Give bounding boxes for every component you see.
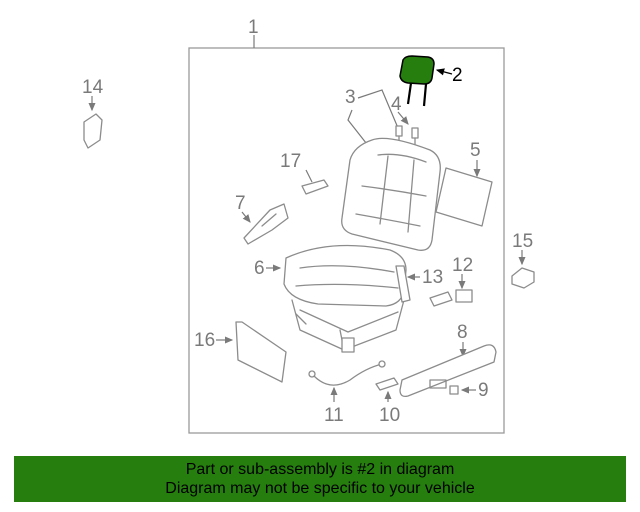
knob-part[interactable] xyxy=(449,385,459,395)
callout-7[interactable]: 7 xyxy=(235,193,246,214)
side-cover-part[interactable] xyxy=(395,265,411,303)
callout-3[interactable]: 3 xyxy=(345,87,356,108)
clip-part[interactable] xyxy=(301,179,329,195)
callout-11[interactable]: 11 xyxy=(324,405,344,426)
callout-5[interactable]: 5 xyxy=(470,140,481,161)
callout-4[interactable]: 4 xyxy=(391,94,402,115)
hook-part[interactable] xyxy=(83,113,103,149)
callout-1[interactable]: 1 xyxy=(248,17,259,38)
switch-part[interactable] xyxy=(429,289,473,307)
callout-17[interactable]: 17 xyxy=(280,151,301,172)
button-part[interactable] xyxy=(375,377,399,391)
callout-8[interactable]: 8 xyxy=(457,322,468,343)
seat-back-part[interactable] xyxy=(341,137,441,251)
back-panel-part[interactable] xyxy=(435,167,493,227)
side-panel-part[interactable] xyxy=(235,321,287,383)
assembly-frame xyxy=(188,47,505,434)
cable-part[interactable] xyxy=(308,360,386,386)
callout-6[interactable]: 6 xyxy=(254,258,265,279)
callout-12[interactable]: 12 xyxy=(452,255,473,276)
callout-13[interactable]: 13 xyxy=(422,267,443,288)
callout-9[interactable]: 9 xyxy=(478,380,489,401)
callout-14[interactable]: 14 xyxy=(82,77,104,98)
banner-line-1: Part or sub-assembly is #2 in diagram xyxy=(185,461,455,478)
banner-line-2: Diagram may not be specific to your vehi… xyxy=(165,480,475,497)
seat-parts-diagram: 1 2 3 4 5 17 7 6 xyxy=(82,17,535,434)
seat-cushion-part[interactable] xyxy=(283,244,407,307)
recliner-cover-part[interactable] xyxy=(243,203,289,245)
info-banner: Part or sub-assembly is #2 in diagram Di… xyxy=(14,456,626,502)
callout-16[interactable]: 16 xyxy=(194,330,215,351)
side-trim-part[interactable] xyxy=(399,344,497,398)
callout-10[interactable]: 10 xyxy=(379,405,400,426)
callout-2[interactable]: 2 xyxy=(452,65,463,86)
headrest-part[interactable] xyxy=(399,55,435,107)
seat-track-part[interactable] xyxy=(291,299,405,353)
callout-15[interactable]: 15 xyxy=(512,231,533,252)
cap-part[interactable] xyxy=(511,267,535,289)
